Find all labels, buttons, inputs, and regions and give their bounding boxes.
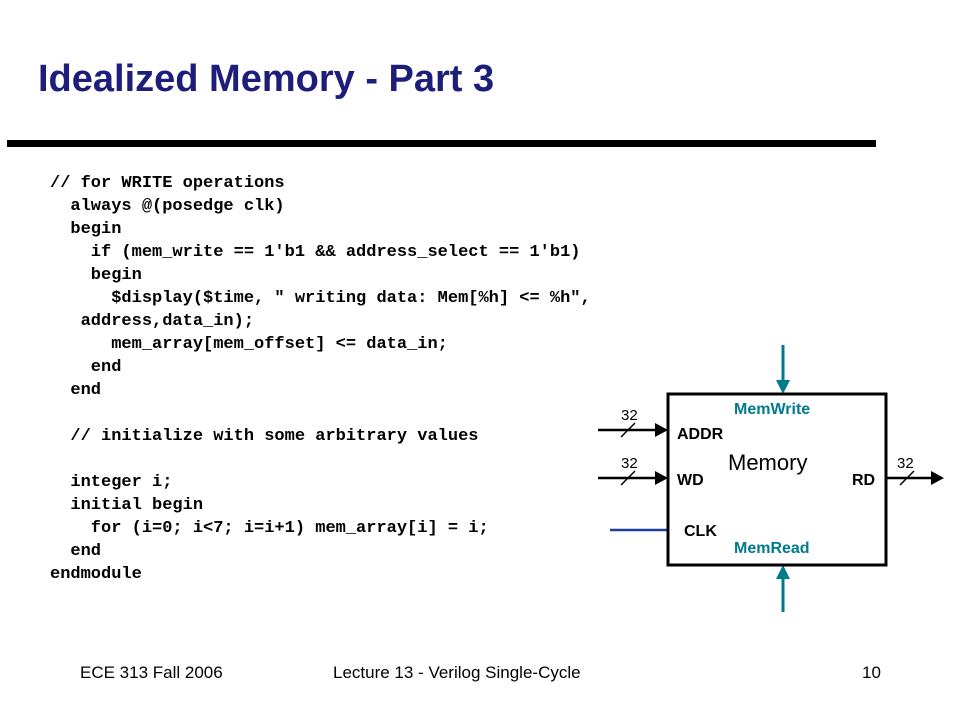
footer-course: ECE 313 Fall 2006 xyxy=(80,663,223,682)
code-line-8: mem_array[mem_offset] <= data_in; xyxy=(50,335,448,354)
clk-port-label: CLK xyxy=(684,523,717,540)
slide-title: Idealized Memory - Part 3 xyxy=(38,58,495,100)
code-line-7: address,data_in); xyxy=(50,312,255,331)
mem-write-label: MemWrite xyxy=(734,401,810,418)
footer-lecture: Lecture 13 - Verilog Single-Cycle xyxy=(333,663,581,682)
code-line-18: endmodule xyxy=(50,565,142,584)
rd-bus-width: 32 xyxy=(897,455,914,472)
code-line-2: always @(posedge clk) xyxy=(50,197,285,216)
code-line-5: begin xyxy=(50,266,142,285)
mem-read-label: MemRead xyxy=(734,540,810,557)
code-line-1: // for WRITE operations xyxy=(50,174,285,193)
wd-bus-width: 32 xyxy=(621,455,638,472)
memory-block xyxy=(666,392,888,567)
code-line-9: end xyxy=(50,358,122,377)
wd-port-label: WD xyxy=(677,472,704,489)
rd-port-label: RD xyxy=(852,472,875,489)
code-line-14: integer i; xyxy=(50,473,173,492)
footer-page-number: 10 xyxy=(862,663,881,682)
code-line-3: begin xyxy=(50,220,122,239)
code-line-4: if (mem_write == 1'b1 && address_select … xyxy=(50,243,581,262)
code-line-16: for (i=0; i<7; i=i+1) mem_array[i] = i; xyxy=(50,519,489,538)
code-line-15: initial begin xyxy=(50,496,204,515)
title-divider xyxy=(7,140,876,147)
memory-block-label: Memory xyxy=(728,450,807,475)
addr-bus-width: 32 xyxy=(621,407,638,424)
code-line-10: end xyxy=(50,381,102,400)
code-line-6: $display($time, " writing data: Mem[%h] … xyxy=(50,289,591,308)
code-line-17: end xyxy=(50,542,102,561)
code-line-12: // initialize with some arbitrary values xyxy=(50,427,479,446)
addr-port-label: ADDR xyxy=(677,426,724,443)
